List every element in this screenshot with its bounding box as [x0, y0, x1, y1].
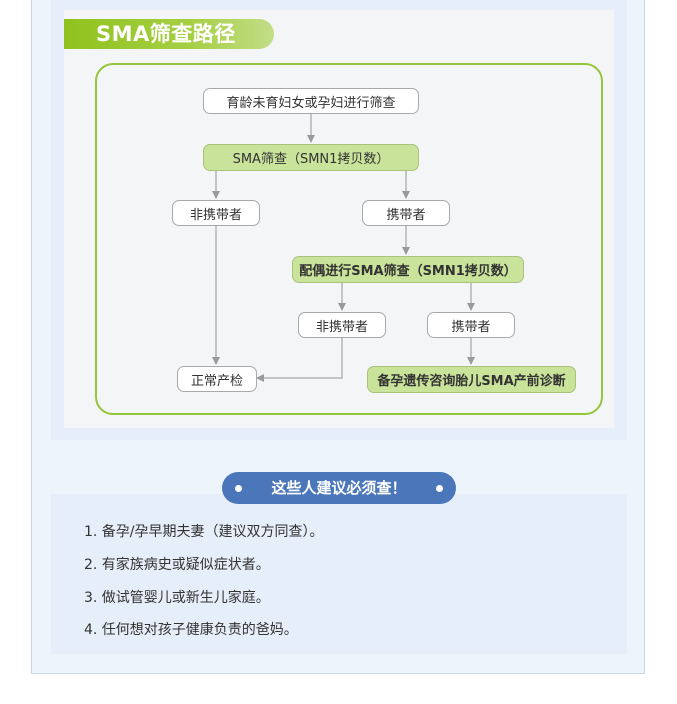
node-carrier-2: 携带者 — [427, 312, 515, 338]
node-prenatal-diagnosis: 备孕遗传咨询胎儿SMA产前诊断 — [367, 366, 576, 393]
flowchart-frame — [95, 63, 603, 415]
recommend-item: 2. 有家族病史或疑似症状者。 — [84, 557, 270, 573]
recommend-item: 1. 备孕/孕早期夫妻（建议双方同查）。 — [84, 524, 324, 540]
node-normal-checkup: 正常产检 — [177, 366, 257, 392]
node-start: 育龄未育妇女或孕妇进行筛查 — [203, 88, 419, 114]
recommend-item: 3. 做试管婴儿或新生儿家庭。 — [84, 590, 270, 606]
section-title: SMA筛查路径 — [64, 19, 274, 49]
badge-dot-left — [235, 485, 242, 492]
node-carrier-1: 携带者 — [362, 200, 450, 226]
arrow-noncarrier2-to-normal — [256, 338, 343, 382]
recommend-panel — [51, 494, 627, 654]
node-spouse-screening: 配偶进行SMA筛查（SMN1拷贝数） — [292, 256, 524, 283]
recommend-badge: 这些人建议必须查！ — [222, 472, 456, 504]
recommend-item: 4. 任何想对孩子健康负责的爸妈。 — [84, 622, 298, 638]
node-sma-screening: SMA筛查（SMN1拷贝数） — [203, 144, 419, 171]
node-noncarrier-1: 非携带者 — [172, 200, 260, 226]
node-noncarrier-2: 非携带者 — [298, 312, 386, 338]
badge-dot-right — [436, 485, 443, 492]
recommend-badge-text: 这些人建议必须查！ — [271, 479, 407, 497]
